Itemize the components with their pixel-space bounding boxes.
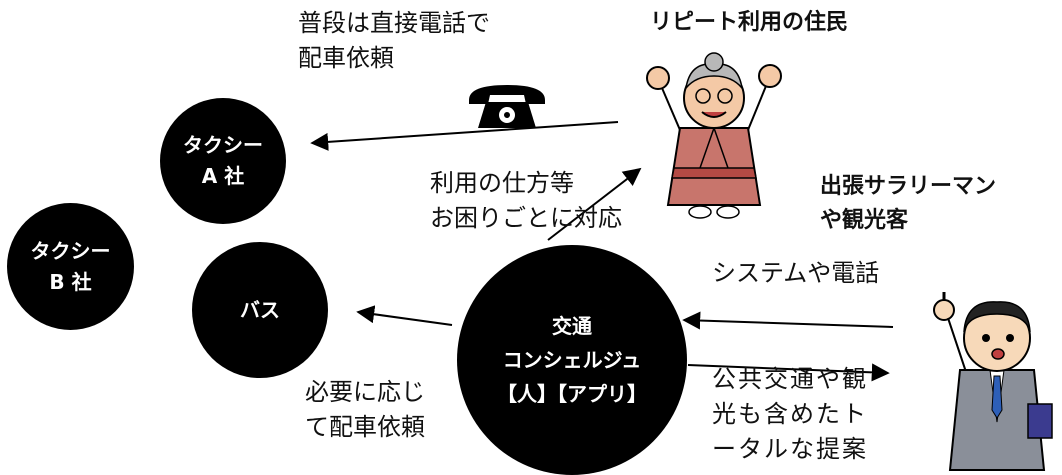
title-visitor: 出張サラリーマン や観光客 [820,170,996,238]
node-taxi-a-line2: A 社 [201,164,245,188]
label-support: 利用の仕方等 お困りごとに対応 [430,166,622,236]
title-visitor-line1: 出張サラリーマン [820,174,997,199]
arrow-concierge-to-visitor [687,363,890,382]
node-taxi-b-line1: タクシー [30,238,111,263]
label-direct-call-line1: 普段は直接電話で [298,9,490,37]
elderly-woman-illustration [646,52,782,219]
node-bus: バス [192,242,328,378]
label-request-as-needed-line2: て配車依頼 [305,412,425,441]
label-proposal: 公共交通や観 光も含めたト ータルな提案 [712,362,868,466]
node-taxi-b: タクシー B 社 [7,203,134,330]
businessman-illustration [933,292,1053,471]
label-proposal-line3: ータルな提案 [712,434,868,463]
label-proposal-line1: 公共交通や観 [712,365,868,393]
label-support-line1: 利用の仕方等 [430,169,574,197]
arrow-concierge-to-bus [356,305,453,326]
label-request-as-needed-line1: 必要に応じ [305,378,425,406]
label-system-phone: システムや電話 [712,256,879,291]
node-taxi-b-line2: B 社 [49,269,92,294]
node-taxi-a: タクシー A 社 [160,98,286,224]
node-concierge-line3: 【人】【アプリ】 [497,382,647,406]
label-request-as-needed: 必要に応じ て配車依頼 [305,375,425,445]
arrow-resident-to-taxi-a [310,121,619,151]
node-concierge-line1: 交通 [552,314,592,338]
arrow-visitor-to-concierge [682,311,894,330]
label-support-line2: お困りごとに対応 [430,203,622,232]
node-bus-line1: バス [240,297,280,322]
label-proposal-line2: 光も含めたト [712,399,868,428]
arrow-concierge-to-resident [547,167,642,241]
label-direct-call-line2: 配車依頼 [298,43,394,72]
node-taxi-a-line1: タクシー [183,133,263,157]
title-resident: リピート利用の住民 [650,6,848,40]
label-system-phone-line1: システムや電話 [712,259,880,287]
label-direct-call: 普段は直接電話で 配車依頼 [298,6,490,76]
node-concierge: 交通 コンシェルジュ 【人】【アプリ】 [457,245,687,475]
title-resident-text: リピート利用の住民 [650,10,849,35]
telephone-icon [469,85,545,128]
title-visitor-line2: や観光客 [820,208,909,234]
node-concierge-line2: コンシェルジュ [502,348,642,372]
